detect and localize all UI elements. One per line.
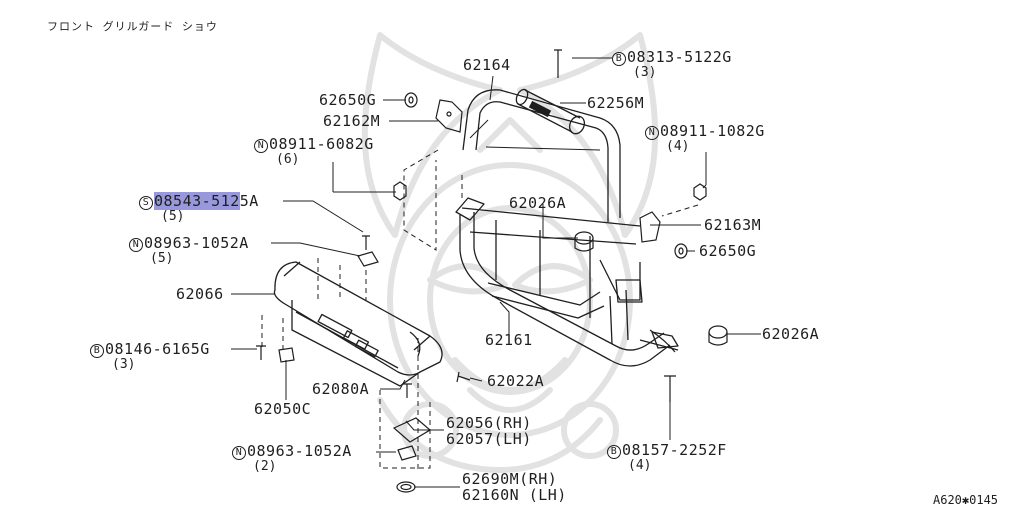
part-code: 08313-5122G — [627, 48, 732, 66]
figure-number: A620✱0145 — [933, 493, 999, 507]
s-marker: S — [139, 196, 153, 210]
pipe-cover-62256m — [515, 88, 586, 135]
part-qty: (4) — [666, 139, 690, 154]
part-qty: (5) — [161, 209, 185, 224]
n-marker: N — [254, 139, 268, 153]
part-label-62650g-right: 62650G — [699, 242, 757, 260]
part-label-62161: 62161 — [485, 331, 533, 349]
part-label-62050c: 62050C — [254, 400, 312, 418]
part-code: 08146-6165G — [105, 340, 210, 358]
part-code: 08157-2252F — [622, 441, 727, 459]
highlighted-part-code: 08543-512 — [154, 192, 240, 210]
assembly-guides — [261, 149, 699, 470]
part-label-62690m-rh: 62690M(RH) — [462, 470, 558, 488]
part-label-62080a: 62080A — [312, 380, 370, 398]
part-label-62650g-top: 62650G — [319, 91, 377, 109]
part-label-62162m: 62162M — [323, 112, 381, 130]
n-marker: N — [129, 238, 143, 252]
front-valance-62066 — [273, 261, 443, 387]
leader-lines — [231, 57, 761, 488]
grille-guard-frame — [455, 89, 679, 367]
part-label-62026a-top: 62026A — [509, 194, 567, 212]
part-qty: (3) — [112, 357, 136, 372]
part-code-suffix: 5A — [239, 192, 259, 210]
part-qty: (4) — [628, 458, 652, 473]
diagram-title: フロント グリルガード ショウ — [47, 20, 218, 33]
part-label-62022a: 62022A — [487, 372, 545, 390]
b-marker: B — [90, 344, 104, 358]
part-code: 08911-1082G — [660, 122, 765, 140]
part-label-62160n-lh: 62160N (LH) — [462, 486, 567, 504]
part-label-62026a-right: 62026A — [762, 325, 820, 343]
part-label-62163m: 62163M — [704, 216, 762, 234]
part-label-62057-lh: 62057(LH) — [446, 430, 532, 448]
part-qty: (2) — [253, 459, 277, 474]
part-qty: (3) — [633, 65, 657, 80]
part-qty: (5) — [150, 251, 174, 266]
part-qty: (6) — [276, 152, 300, 167]
b-marker: B — [612, 52, 626, 66]
n-marker: N — [645, 126, 659, 140]
part-label-62164: 62164 — [463, 56, 511, 74]
part-label-62256m: 62256M — [587, 94, 645, 112]
part-label-62056-rh: 62056(RH) — [446, 414, 532, 432]
n-marker: N — [232, 446, 246, 460]
part-code: 08963-1052A — [247, 442, 352, 460]
b-marker: B — [607, 445, 621, 459]
part-code: 08963-1052A — [144, 234, 249, 252]
part-code: 08911-6082G — [269, 135, 374, 153]
part-label-62066: 62066 — [176, 285, 224, 303]
hardware-parts — [256, 49, 728, 493]
